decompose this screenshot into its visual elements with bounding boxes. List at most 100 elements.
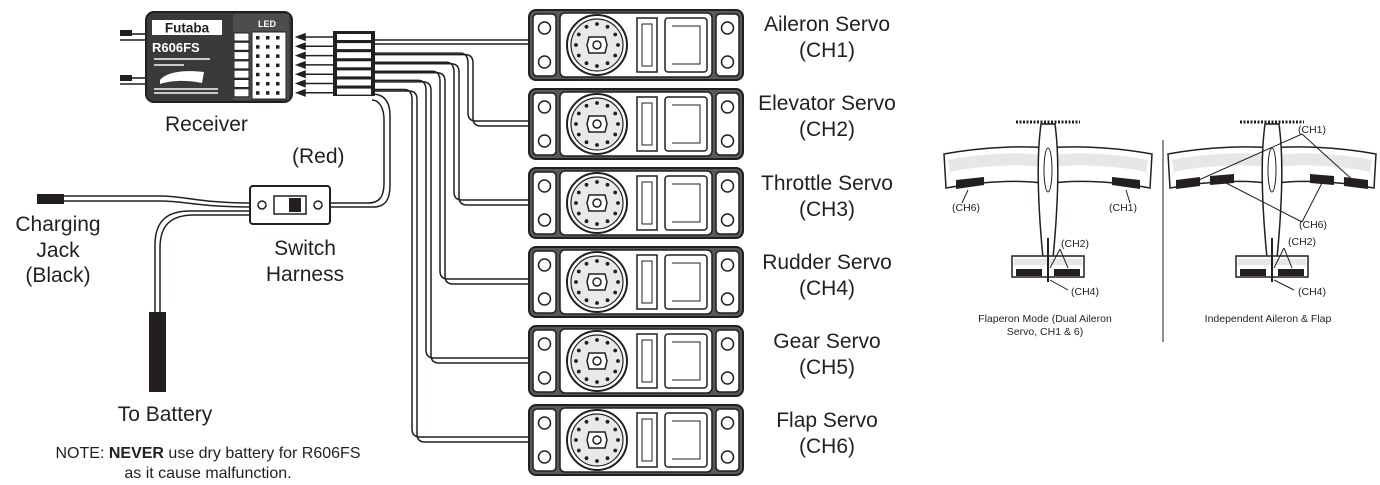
leader-line [1283, 247, 1293, 269]
pin [276, 36, 280, 40]
connector-slot [337, 34, 371, 40]
plane1-caption: Flaperon Mode (Dual Aileron Servo, CH1 &… [950, 313, 1140, 339]
servo-wire [375, 61, 529, 201]
canopy [1043, 147, 1053, 193]
charging-jack-line: Jack [36, 238, 80, 262]
red-wire-label: (Red) [292, 145, 345, 168]
pin [256, 36, 260, 40]
leader-line [1223, 181, 1303, 223]
flap-surface [1310, 174, 1334, 185]
receiver-input-arrows [294, 32, 333, 97]
pin [266, 45, 270, 49]
note-line-1: NOTE: NEVER use dry battery for R606FS [16, 444, 400, 464]
pin [276, 72, 280, 77]
port-tab [233, 69, 250, 79]
leader-line [1191, 133, 1303, 184]
leader-line [961, 189, 969, 204]
plane1-label-tail-bottom: (CH4) [1071, 286, 1099, 298]
pin [276, 54, 280, 58]
receiver: Futaba R606FS LED [145, 11, 293, 103]
elevator-surface [1278, 269, 1304, 276]
servo-channel: (CH6) [799, 434, 855, 458]
pin [276, 45, 280, 49]
pin [276, 82, 280, 86]
pin [256, 82, 260, 86]
servo-channel: (CH1) [799, 38, 855, 62]
servo-channel: (CH3) [799, 197, 855, 221]
switch-harness-line: Harness [265, 262, 345, 286]
plane-caption-line: Servo, CH1 & 6) [1006, 325, 1084, 338]
elevator-surface [1016, 269, 1042, 276]
pin [266, 54, 270, 58]
servo-name: Flap Servo [776, 409, 878, 432]
servo-name: Throttle Servo [761, 172, 893, 195]
servo-label-aileron: Aileron Servo (CH1) [732, 12, 922, 63]
aileron-surface [1176, 177, 1200, 189]
pin [256, 91, 260, 95]
arrow-head [294, 60, 306, 69]
servo-wire [375, 79, 529, 359]
receiver-led-label: LED [258, 19, 277, 29]
pin [266, 82, 270, 86]
note-emphasis: NEVER [108, 445, 164, 462]
pin [266, 36, 270, 40]
leader-line [1273, 247, 1285, 269]
servo-name: Elevator Servo [758, 92, 896, 115]
pin [276, 91, 280, 95]
pin [266, 63, 270, 68]
switch-harness-line: Switch [274, 237, 336, 260]
charging-jack-label: Charging Jack (Black) [6, 212, 110, 289]
leader-line [1125, 189, 1131, 204]
leader-line [1301, 133, 1357, 184]
receiver-model: R606FS [152, 40, 200, 55]
servo-group [528, 9, 744, 476]
receiver-brand: Futaba [165, 21, 210, 36]
receiver-pin-header [256, 36, 280, 95]
receiver-caption: Receiver [165, 113, 248, 136]
servo-wires [375, 39, 529, 443]
pin [266, 91, 270, 95]
connector-slot [337, 43, 371, 50]
servo-label-throttle: Throttle Servo (CH3) [732, 171, 922, 222]
plane-flaperon [943, 120, 1153, 291]
servo-name: Rudder Servo [762, 251, 892, 274]
port-tab [233, 41, 250, 51]
note-line-2: as it cause malfunction. [124, 465, 292, 483]
servo-elevator-servo [528, 88, 744, 160]
servo-gear-servo [528, 325, 744, 397]
antenna-tip [120, 30, 132, 36]
switch-harness-wires [64, 93, 391, 312]
plane1-label-tail-top: (CH2) [1061, 238, 1089, 250]
servo-channel: (CH2) [799, 117, 855, 141]
note-prefix: NOTE: [55, 445, 109, 462]
connector-slot [337, 70, 371, 77]
plane1-label-left: (CH6) [952, 202, 980, 214]
servo-wire [375, 72, 529, 285]
servo-wire [375, 81, 529, 364]
servo-wire [375, 90, 529, 443]
plane-diagrams [943, 120, 1377, 291]
servo-label-flap: Flap Servo (CH6) [732, 408, 922, 459]
port-tab [233, 60, 250, 70]
receiver-logo-marks [154, 58, 218, 94]
plane-caption-line: Flaperon Mode (Dual Aileron [978, 313, 1112, 325]
plane1-label-right: (CH1) [1109, 202, 1137, 214]
note-text: use dry battery for R606FS [163, 445, 361, 462]
servo-wire [375, 62, 529, 206]
antenna-tip [120, 75, 132, 81]
elevator-surface [1240, 269, 1266, 276]
leader-line [1049, 279, 1069, 291]
servo-name: Aileron Servo [763, 13, 891, 36]
arrow-head [294, 51, 306, 60]
pin [276, 63, 280, 68]
elevator-surface [1054, 269, 1080, 276]
servo-aileron-servo [528, 9, 744, 81]
connector-slot [337, 52, 371, 59]
plane2-label-tail-top: (CH2) [1288, 236, 1316, 248]
servo-rudder-servo [528, 246, 744, 318]
leader-line [1059, 248, 1069, 269]
plane-caption-line: Independent Aileron & Flap [1204, 313, 1332, 325]
battery-connector [149, 312, 166, 392]
servo-label-elevator: Elevator Servo (CH2) [732, 91, 922, 142]
arrow-head [294, 42, 306, 51]
